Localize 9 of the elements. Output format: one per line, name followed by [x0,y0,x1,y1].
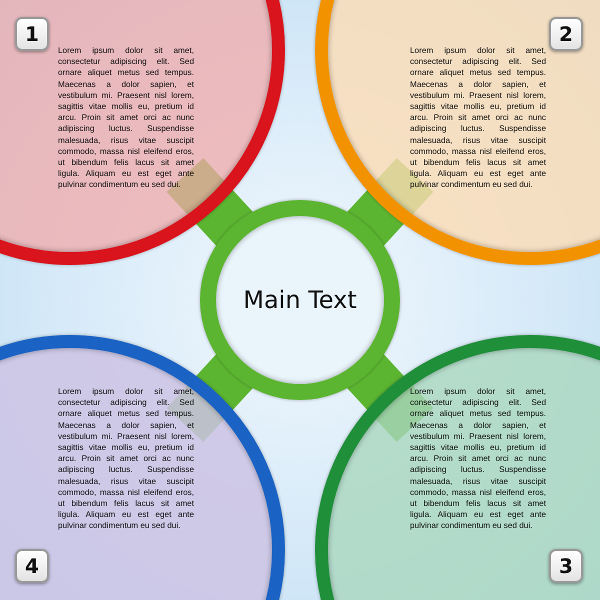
main-title: Main Text [243,286,357,314]
body-text: Lorem ipsum dolor sit amet, consectetur adipiscing elit. Sed ornare aliquet metus sed tempus. Maecenas a dolor sapien, et vestibulum mi. Praesent nisl lorem, sagittis vitae mollis eu, pretium id arcu. Proin sit amet orci ac nunc adipiscing luctus. Suspendisse malesuada, risus vitae suscipit commodo, massa nisl eleifend eros, ut bibendum felis lacus sit amet ligula. Aliquam eu est eget ante pulvinar condimentum eu sed dui. [410,45,546,191]
body-text: Lorem ipsum dolor sit amet, consectetur adipiscing elit. Sed ornare aliquet metus sed tempus. Maecenas a dolor sapien, et vestibulum mi. Praesent nisl lorem, sagittis vitae mollis eu, pretium id arcu. Proin sit amet orci ac nunc adipiscing luctus. Suspendisse malesuada, risus vitae suscipit commodo, massa nisl eleifend eros, ut bibendum felis lacus sit amet ligula. Aliquam eu est eget ante pulvinar condimentum eu sed dui. [58,45,194,191]
step-number: 2 [549,17,583,51]
body-text: Lorem ipsum dolor sit amet, consectetur adipiscing elit. Sed ornare aliquet metus sed tempus. Maecenas a dolor sapien, et vestibulum mi. Praesent nisl lorem, sagittis vitae mollis eu, pretium id arcu. Proin sit amet orci ac nunc adipiscing luctus. Suspendisse malesuada, risus vitae suscipit commodo, massa nisl eleifend eros, ut bibendum felis lacus sit amet ligula. Aliquam eu est eget ante pulvinar condimentum eu sed dui. [58,386,194,532]
body-text: Lorem ipsum dolor sit amet, consectetur adipiscing elit. Sed ornare aliquet metus sed tempus. Maecenas a dolor sapien, et vestibulum mi. Praesent nisl lorem, sagittis vitae mollis eu, pretium id arcu. Proin sit amet orci ac nunc adipiscing luctus. Suspendisse malesuada, risus vitae suscipit commodo, massa nisl eleifend eros, ut bibendum felis lacus sit amet ligula. Aliquam eu est eget ante pulvinar condimentum eu sed dui. [410,386,546,532]
step-number: 4 [15,549,49,583]
step-number: 1 [15,17,49,51]
step-number: 3 [549,549,583,583]
